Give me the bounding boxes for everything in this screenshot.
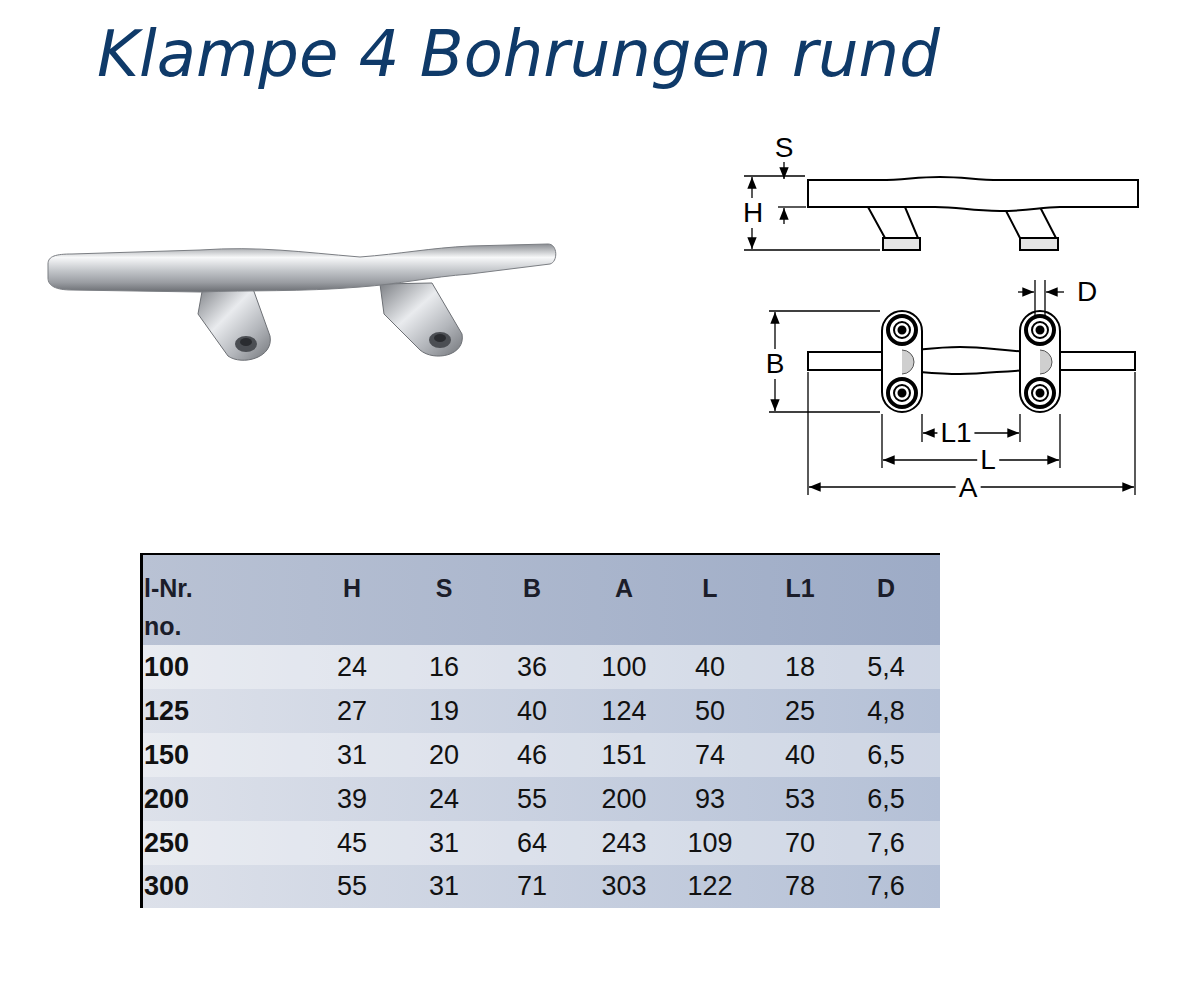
leg-section [902, 350, 914, 374]
cleat-hole [429, 332, 451, 348]
table-cell: 78 [785, 873, 815, 900]
table-cell: 200 [601, 786, 646, 813]
table-cell: 7,6 [867, 873, 905, 900]
table-cell: 122 [687, 873, 732, 900]
table-cell: 25 [785, 698, 815, 725]
table-header: A [615, 576, 633, 601]
table-cell: 24 [429, 786, 459, 813]
row-number: 100 [144, 654, 189, 681]
table-cell: 5,4 [867, 654, 905, 681]
horn-outline [808, 347, 1135, 374]
dimension-letter: L1 [937, 418, 974, 448]
table-header: l-Nr. [144, 576, 193, 601]
table-cell: 50 [695, 698, 725, 725]
horn-outline [808, 177, 1138, 211]
cleat-hole [240, 338, 252, 346]
table-cell: 40 [785, 742, 815, 769]
foot-outline [1020, 238, 1058, 250]
table-cell: 39 [337, 786, 367, 813]
table-cell: 70 [785, 830, 815, 857]
table-cell: 74 [695, 742, 725, 769]
table-cell: 27 [337, 698, 367, 725]
side-view [808, 177, 1138, 250]
table-cell: 20 [429, 742, 459, 769]
table-header: D [877, 576, 895, 601]
table-header: L [702, 576, 717, 601]
table-cell: 151 [601, 742, 646, 769]
dimension-letter: A [956, 473, 981, 503]
table-cell: 55 [517, 786, 547, 813]
dimension-letter: B [763, 349, 788, 379]
table-cell: 45 [337, 830, 367, 857]
dimension-lines [769, 280, 1135, 495]
table-cell: 6,5 [867, 742, 905, 769]
row-number: 300 [144, 873, 189, 900]
table-cell: 93 [695, 786, 725, 813]
table-cell: 31 [429, 830, 459, 857]
table-cell: 40 [695, 654, 725, 681]
foot-outline [883, 238, 920, 250]
foot-plate [1020, 311, 1060, 412]
table-cell: 31 [337, 742, 367, 769]
table-cell: 7,6 [867, 830, 905, 857]
dimension-letter: S [775, 134, 794, 162]
table-header: L1 [785, 576, 814, 601]
table-ground [140, 553, 940, 908]
table-cell: 16 [429, 654, 459, 681]
table-header: S [436, 576, 453, 601]
table-cell: 100 [601, 654, 646, 681]
row-number: 125 [144, 698, 189, 725]
table-header: B [523, 576, 541, 601]
foot-plate [882, 311, 922, 412]
title: Klampe 4 Bohrungen rund [97, 22, 940, 86]
dimension-letter: L [977, 445, 999, 475]
row-number: 250 [144, 830, 189, 857]
leg-outline [868, 207, 918, 238]
table-cell: 55 [337, 873, 367, 900]
row-number: 150 [144, 742, 189, 769]
cleat-horn [48, 244, 556, 292]
cleat-photo [48, 244, 556, 360]
table-cell: 4,8 [867, 698, 905, 725]
table-header: no. [144, 614, 182, 639]
table-cell: 6,5 [867, 786, 905, 813]
table-cell: 19 [429, 698, 459, 725]
leg-section [1040, 350, 1052, 374]
table-cell: 303 [601, 873, 646, 900]
top-view [808, 311, 1135, 412]
table-cell: 64 [517, 830, 547, 857]
table-cell: 18 [785, 654, 815, 681]
dimension-letter: D [1077, 278, 1097, 306]
cleat-hole [434, 334, 446, 342]
table-cell: 31 [429, 873, 459, 900]
table-cell: 46 [517, 742, 547, 769]
cleat-leg [198, 286, 270, 360]
row-number: 200 [144, 786, 189, 813]
table-cell: 124 [601, 698, 646, 725]
table-cell: 243 [601, 830, 646, 857]
table-cell: 53 [785, 786, 815, 813]
cleat-leg [380, 283, 462, 356]
cleat-hole [235, 336, 257, 352]
dimension-letter: H [740, 198, 766, 228]
table-cell: 36 [517, 654, 547, 681]
table-cell: 109 [687, 830, 732, 857]
table-cell: 24 [337, 654, 367, 681]
table-header: H [343, 576, 361, 601]
table-cell: 40 [517, 698, 547, 725]
table-cell: 71 [517, 873, 547, 900]
